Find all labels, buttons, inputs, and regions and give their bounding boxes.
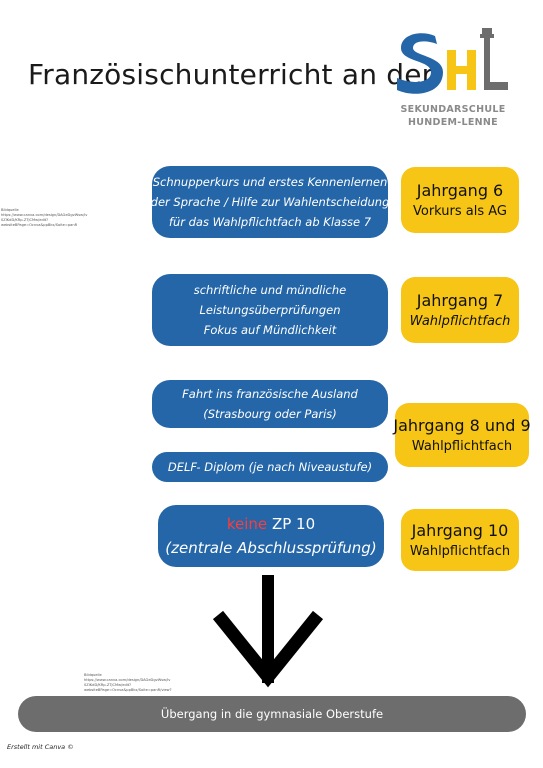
step-box-4: DELF- Diplom (je nach Niveaustufe) xyxy=(152,452,388,482)
source-line: websiteBPage=Ocnva&ppBkx/Soite=panR xyxy=(1,223,78,227)
source-line: Bildquelle xyxy=(84,673,102,677)
final-stage-text: Übergang in die gymnasiale Oberstufe xyxy=(160,707,384,721)
zp-text: ZP 10 xyxy=(267,515,316,533)
school-logo: SEKUNDARSCHULE HUNDEM-LENNE xyxy=(393,26,513,131)
step-box-5: keine ZP 10 (zentrale Abschlussprüfung) xyxy=(158,505,384,567)
grade-subtitle: Vorkurs als AG xyxy=(412,204,508,219)
page-title: Französischunterricht an der xyxy=(28,58,434,91)
source-line: https://www.canva.com/design/DAGeDgvWsw/… xyxy=(84,678,171,682)
source-line: websiteBPage=Ocnva&ppBkx/Soite=panR/view… xyxy=(84,688,172,692)
source-line: Bildquelle xyxy=(1,208,19,212)
grade-title: Jahrgang 10 xyxy=(411,521,509,540)
grade-box-2: Jahrgang 7 Wahlpflichtfach xyxy=(401,277,519,343)
canva-credit: Erstellt mit Canva © xyxy=(7,743,74,751)
image-source-note-1: Bildquelle https://www.canva.com/design/… xyxy=(1,208,87,228)
step-text: DELF- Diplom (je nach Niveaustufe) xyxy=(167,460,373,474)
step-text: Fahrt ins französische Ausland xyxy=(182,387,358,401)
grade-box-3: Jahrgang 8 und 9 Wahlpflichtfach xyxy=(393,403,531,467)
logo-line-1: SEKUNDARSCHULE xyxy=(400,104,506,115)
grade-box-4: Jahrgang 10 Wahlpflichtfach xyxy=(401,509,519,571)
grade-subtitle: Wahlpflichtfach xyxy=(409,314,511,329)
step-text: der Sprache / Hilfe zur Wahlentscheidung xyxy=(150,195,390,209)
step-text: Fokus auf Mündlichkeit xyxy=(203,323,337,337)
step-box-3: Fahrt ins französische Ausland (Strasbou… xyxy=(152,380,388,428)
keine-highlight: keine xyxy=(226,515,268,533)
step-text: für das Wahlpflichtfach ab Klasse 7 xyxy=(168,215,372,229)
source-line: 0ZIKdD/KRp-ZTjCMw/edit? xyxy=(1,218,49,222)
source-line: https://www.canva.com/design/DAGeDgvWsw/… xyxy=(1,213,88,217)
grade-box-1: Jahrgang 6 Vorkurs als AG xyxy=(401,167,519,233)
grade-title: Jahrgang 7 xyxy=(416,291,504,310)
step-text: (zentrale Abschlussprüfung) xyxy=(165,539,377,557)
shl-logo-mark xyxy=(397,28,508,94)
final-stage-bar: Übergang in die gymnasiale Oberstufe xyxy=(18,696,526,732)
step-text: (Strasbourg oder Paris) xyxy=(203,407,337,421)
down-arrow-icon xyxy=(212,575,324,688)
grade-title: Jahrgang 6 xyxy=(416,181,504,200)
step-box-2: schriftliche und mündliche Leistungsüber… xyxy=(152,274,388,346)
step-box-1: Schnupperkurs und erstes Kennenlernen de… xyxy=(150,166,390,238)
grade-subtitle: Wahlpflichtfach xyxy=(411,439,513,454)
image-source-note-2: Bildquelle https://www.canva.com/design/… xyxy=(84,673,172,693)
step-text: Leistungsüberprüfungen xyxy=(199,303,341,317)
grade-subtitle: Wahlpflichtfach xyxy=(409,544,511,559)
step-text: Schnupperkurs und erstes Kennenlernen xyxy=(152,175,388,189)
grade-title: Jahrgang 8 und 9 xyxy=(393,416,531,435)
logo-line-2: HUNDEM-LENNE xyxy=(408,117,498,128)
source-line: 0ZIKdD/KRp-ZTjCMw/edit? xyxy=(84,683,132,687)
step-line-zp: keine ZP 10 xyxy=(227,512,315,536)
step-text: schriftliche und mündliche xyxy=(193,283,347,297)
